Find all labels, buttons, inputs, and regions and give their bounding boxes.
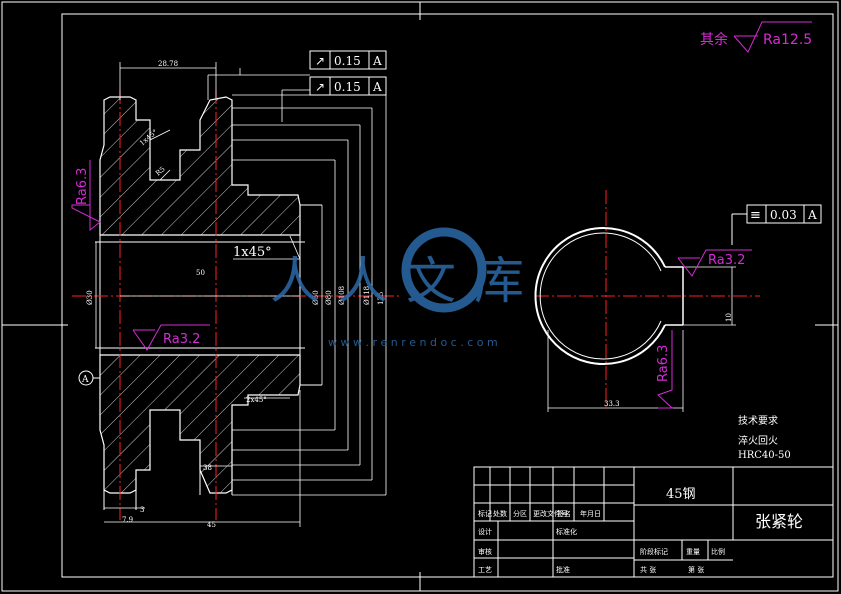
dim-dia-a: Ø50 [312,290,320,305]
tb-date: 年月日 [580,509,601,518]
tb-approve: 批准 [556,565,570,574]
watermark-brand: 人人文库 [270,252,542,310]
tb-weight: 重量 [686,548,700,556]
tb-mark: 标记 [478,509,492,518]
dim-bottom-b: 3 [140,506,144,514]
dim-dia-d: Ø118 [363,286,371,305]
roughness-left-face: Ra6.3 [71,160,101,232]
tech-line-2: HRC40-50 [738,450,791,461]
runout-icon: ↗ [315,80,325,94]
dim-keyway-depth: 33.3 [604,400,620,408]
general-roughness-prefix: 其余 [700,31,728,48]
tb-scale: 比例 [711,547,725,556]
dim-chamfer-inner: 2x45° [246,396,267,404]
tolerance-frame-2: ↗ 0.15 A [309,76,387,96]
roughness-bore-value: Ra3.2 [163,332,200,347]
tech-title: 技术要求 [738,414,778,427]
roughness-keyway-bottom-value: Ra6.3 [656,345,671,382]
tb-sign: 签名 [557,509,571,518]
tolerance-datum: A [372,54,382,68]
dim-bottom-a: 7.9 [122,516,133,524]
watermark: 人人文库 w w w . r e n r e n d o c . c o m [270,227,542,349]
tech-line-1: 淬火回火 [738,434,778,447]
tb-sheet: 第 张 [688,565,704,574]
tb-process: 工艺 [478,566,492,574]
technical-requirements: 技术要求 淬火回火 HRC40-50 [738,414,791,461]
tb-part-name: 张紧轮 [755,512,803,531]
dim-keyway-width: 10 [725,313,733,322]
datum-label: A [81,375,89,385]
tolerance-datum: A [807,208,817,222]
dim-dia-b: Ø80 [325,290,333,305]
tb-design: 设计 [478,527,492,536]
dim-bore-length: 50 [196,269,205,277]
title-block [473,466,834,578]
roughness-keyway-side-value: Ra3.2 [708,253,745,268]
dim-groove-width: 38 [203,464,212,472]
tolerance-datum: A [372,80,382,94]
tb-count: 处数 [493,509,507,518]
dim-chamfer-main: 1x45° [233,245,272,260]
tolerance-frame-1: ↗ 0.15 A [309,50,387,70]
roughness-keyway-side: Ra3.2 [677,249,752,277]
lower-section-body [99,354,301,494]
tolerance-value: 0.15 [334,54,361,68]
watermark-logo-icon [401,227,487,313]
tb-review: 审核 [478,547,492,556]
dim-dia-e: 125 [377,292,385,305]
section-view: 28.78 50 1x45° R5 2x45° 38 45 7.9 3 Ø30 … [72,60,400,529]
tb-sheets: 共 张 [640,565,656,574]
tb-standard: 标准化 [556,527,577,536]
tb-docno: 更改文件号 [533,509,568,518]
roughness-general: 其余 Ra12.5 [700,21,812,53]
roughness-left-value: Ra6.3 [75,168,90,205]
dim-bottom-total: 45 [207,521,216,529]
watermark-url: w w w . r e n r e n d o c . c o m [328,336,498,349]
dim-bore-diameter: Ø30 [86,290,94,305]
dim-dia-c: Ø108 [338,286,346,305]
tb-material: 45钢 [666,487,696,502]
general-roughness-value: Ra12.5 [763,32,812,48]
symmetry-icon: ≡ [750,208,761,223]
tolerance-value: 0.15 [334,80,361,94]
tb-stage: 阶段标记 [640,547,668,556]
runout-icon: ↗ [315,54,325,68]
tolerance-frame-3: ≡ 0.03 A [731,204,822,245]
upper-section-body [99,96,301,236]
roughness-keyway-bottom: Ra6.3 [656,330,674,409]
side-view: 33.3 10 [534,190,760,412]
tb-zone: 分区 [513,509,527,518]
dim-top-width: 28.78 [158,60,178,68]
tolerance-value: 0.03 [770,208,797,222]
roughness-bore: Ra3.2 [132,324,210,351]
